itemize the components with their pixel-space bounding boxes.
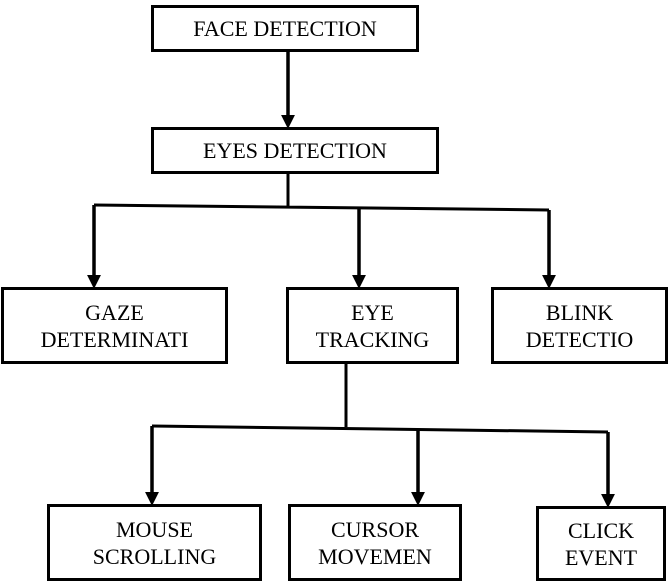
node-face-detection: FACE DETECTION — [151, 5, 419, 52]
node-label-line1: GAZE — [85, 299, 144, 325]
node-label: EYES DETECTION — [203, 138, 387, 163]
node-label-line1: EYE — [351, 299, 394, 325]
node-label-line1: BLINK — [545, 299, 614, 325]
node-label-line1: CLICK — [568, 517, 634, 543]
node-eye-tracking: EYE TRACKING — [286, 287, 459, 364]
node-label-line2: MOVEMEN — [318, 543, 432, 569]
node-label-line2: DETERMINATI — [40, 326, 189, 352]
node-label-line1: CURSOR — [330, 516, 420, 542]
node-gaze-determination: GAZE DETERMINATI — [1, 287, 228, 364]
edge-tracking-branch — [151, 364, 609, 434]
node-label-line2: EVENT — [564, 544, 638, 570]
node-cursor-movement: CURSOR MOVEMEN — [288, 504, 462, 581]
node-eyes-detection: EYES DETECTION — [151, 127, 439, 174]
node-label-line2: TRACKING — [315, 326, 430, 352]
node-label-line2: SCROLLING — [92, 543, 217, 569]
node-blink-detection: BLINK DETECTIO — [491, 287, 668, 364]
node-label-line2: DETECTIO — [525, 326, 634, 352]
node-mouse-scrolling: MOUSE SCROLLING — [47, 504, 262, 581]
edge-eyes-branch — [93, 174, 550, 212]
node-label: FACE DETECTION — [193, 16, 377, 41]
node-label-line1: MOUSE — [115, 516, 193, 542]
node-click-event: CLICK EVENT — [536, 506, 666, 581]
